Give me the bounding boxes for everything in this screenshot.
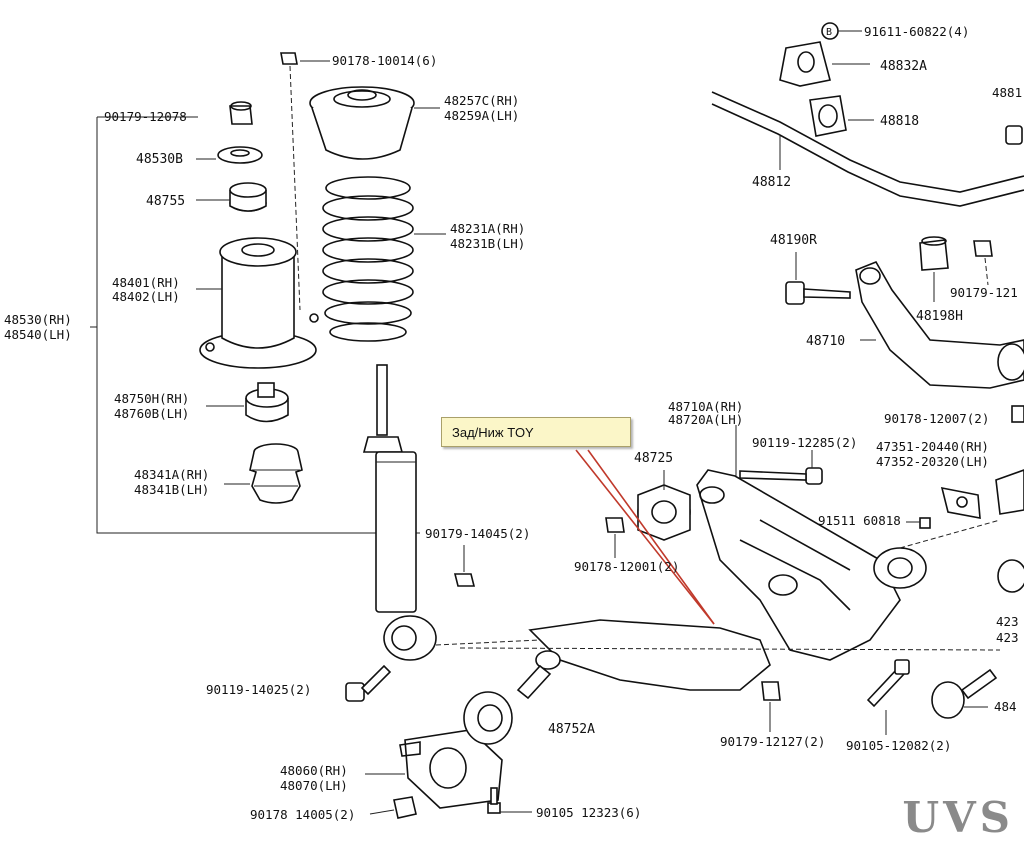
label-48231b: 48231B(LH) [450,236,525,251]
label-48755: 48755 [146,194,185,209]
dust-cover-48341a [249,443,303,504]
label-90119-14025: 90119-14025(2) [206,682,311,697]
label-48231a: 48231A(RH) [450,221,525,236]
label-484-cut: 484 [994,699,1017,714]
label-48812: 48812 [752,175,791,190]
label-90178-12001: 90178-12001(2) [574,559,679,574]
label-90119-12285: 90119-12285(2) [752,435,857,450]
label-48750h: 48750H(RH) [114,391,189,406]
lower-control-arm [516,619,771,700]
nut-90178-14005 [393,796,417,819]
label-48530: 48530(RH) [4,312,72,327]
label-91611: 91611-60822(4) [864,24,969,39]
label-48725: 48725 [634,451,673,466]
washer-48530b [217,146,263,164]
bolt-90119-14025 [345,664,392,702]
bolt-91611 [821,22,862,40]
circled-b-marker: B [826,27,832,38]
label-423-b: 423 [996,630,1019,645]
bump-stopper-48750h [245,382,289,423]
bolt-91511-60818 [906,517,931,529]
label-48341b: 48341B(LH) [134,482,209,497]
label-48540: 48540(LH) [4,327,72,342]
stabilizer-link-48190r [785,252,851,305]
shock-absorber [362,364,541,661]
bolt-90105-12082 [866,659,910,735]
spring-upper-insulator [309,86,415,160]
bushing-right [931,668,998,719]
label-91511-60818: 91511 60818 [818,513,901,528]
bushing-48198h [919,236,949,302]
nut-90179-12127 [761,681,781,732]
label-48760b: 48760B(LH) [114,406,189,421]
label-48832a: 48832A [880,59,927,74]
label-48402: 48402(LH) [112,289,180,304]
label-90105-12082: 90105-12082(2) [846,738,951,753]
label-48710: 48710 [806,334,845,349]
stabilizer-bushing-48818 [809,95,847,137]
label-48341a: 48341A(RH) [134,467,209,482]
label-48720a: 48720A(LH) [668,412,743,427]
label-48710a: 48710A(RH) [668,399,743,414]
upper-arm-48710 [855,260,1024,389]
nut-90178-12001 [605,517,625,558]
nut-90179-12078 [229,101,253,125]
label-48257c: 48257C(RH) [444,93,519,108]
label-48190r: 48190R [770,233,817,248]
right-edge-parts [995,405,1024,593]
label-48401: 48401(RH) [112,275,180,290]
label-48198h: 48198H [916,309,963,324]
watermark-logo: UVS [902,793,1014,842]
label-90178-12007: 90178-12007(2) [884,411,989,426]
label-48070: 48070(LH) [280,778,348,793]
suspension-member [459,469,1001,661]
label-90178-14005: 90178 14005(2) [250,807,355,822]
bushing-48752a [463,691,513,745]
label-48259a: 48259A(LH) [444,108,519,123]
coil-spring [322,176,414,342]
label-90179-121: 90179-121 [950,285,1018,300]
nut-90178-10014 [280,52,301,311]
label-48530b: 48530B [136,152,183,167]
label-48752a: 48752A [548,722,595,737]
label-90178-10014: 90178-10014(6) [332,53,437,68]
bushing-48755 [229,182,267,212]
bushing-48725 [637,484,691,541]
bracket-47351 [940,486,981,519]
strut-mount-48401 [199,237,319,369]
bolt-90105-12323 [487,787,501,814]
label-90179-12127: 90179-12127(2) [720,734,825,749]
nut-90179-14045 [453,545,476,587]
callout-label: Зад/Ниж TOY [441,417,631,447]
callout-arrow [575,449,715,625]
label-48818: 48818 [880,114,919,129]
stabilizer-bracket-48832a [779,41,831,87]
label-4881-cut: 4881 [992,85,1022,100]
label-47352: 47352-20320(LH) [876,454,989,469]
label-90105-12323: 90105 12323(6) [536,805,641,820]
label-48060: 48060(RH) [280,763,348,778]
label-47351: 47351-20440(RH) [876,439,989,454]
small-nut-right-top [1005,125,1023,145]
label-423-a: 423 [996,614,1019,629]
label-90179-12078: 90179-12078 [104,109,187,124]
nut-90179-121 [973,240,993,286]
label-90179-14045: 90179-14045(2) [425,526,530,541]
bolt-90119-12285 [739,450,823,485]
stabilizer-bar [711,91,1024,207]
